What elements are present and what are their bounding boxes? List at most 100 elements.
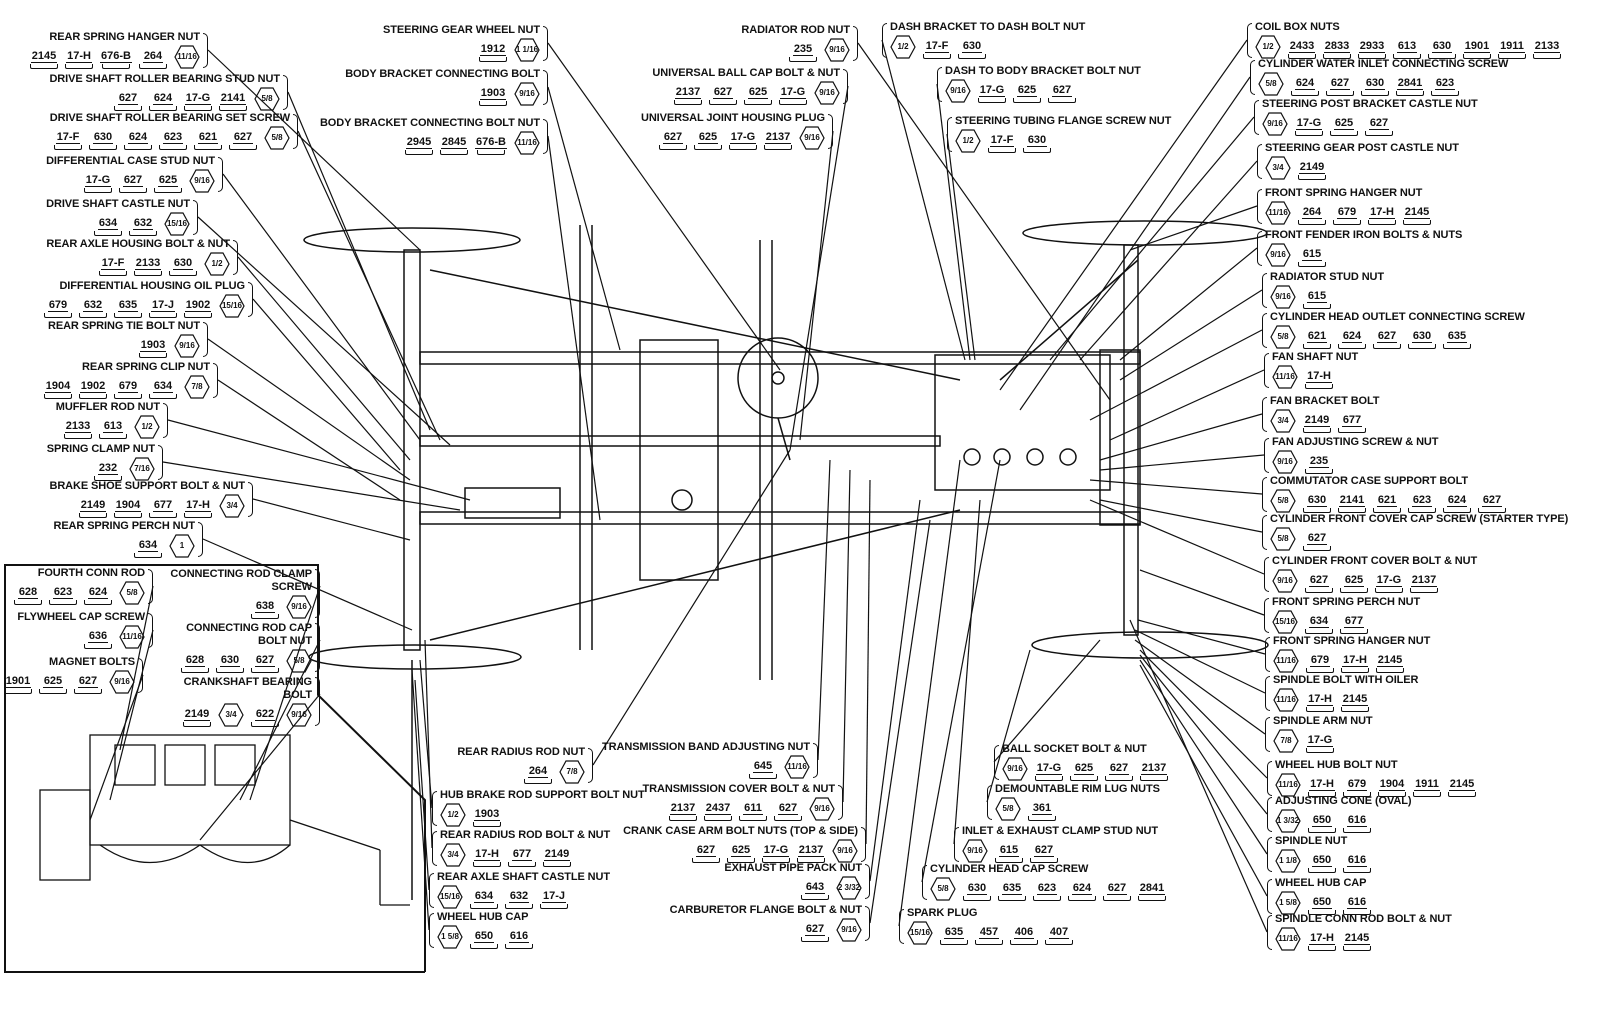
wrench-size-hex-icon: 9/16 [832, 839, 858, 863]
tool-part: 624 [124, 132, 152, 150]
tool-part: 628 [14, 587, 42, 605]
wrench-icon [1070, 776, 1098, 781]
tool-part: 17-G [1035, 763, 1063, 781]
tool-number: 628 [184, 654, 206, 668]
tool-number: 17-G [184, 92, 212, 105]
tool-number: 17-F [100, 257, 126, 270]
callout-title: RADIATOR ROD NUT [741, 24, 850, 36]
wrench-icon [1413, 792, 1441, 797]
leader-line [217, 379, 401, 501]
leader-line [287, 91, 431, 431]
bracket-icon [138, 658, 143, 693]
wrench-icon [440, 150, 469, 155]
wrench-icon [1068, 896, 1096, 901]
wrench-icon [114, 313, 142, 318]
wrench-size-hex-icon: 9/16 [962, 839, 988, 863]
wrench-size-hex-icon: 5/8 [119, 581, 145, 605]
wrench-icon [39, 689, 67, 694]
tool-number: 2833 [1323, 40, 1351, 53]
bracket-icon [1264, 598, 1269, 633]
wrench-icon [1306, 668, 1334, 673]
callout-title: FRONT SPRING PERCH NUT [1272, 596, 1421, 608]
tool-number: 677 [511, 848, 533, 861]
tool-number: 17-G [762, 844, 790, 857]
wrench-icon [1326, 91, 1354, 96]
callout-title: INLET & EXHAUST CLAMP STUD NUT [962, 825, 1159, 837]
tool-number: 630 [172, 257, 194, 270]
tool-number: 625 [747, 86, 769, 99]
wrench-size-hex-icon: 11/16 [1275, 773, 1301, 797]
wrench-icon [1303, 304, 1331, 309]
tool-number: 679 [117, 380, 139, 393]
wrench-icon [102, 64, 131, 69]
wrench-size: 5/8 [293, 656, 305, 666]
wrench-icon [49, 600, 77, 605]
tool-number: 627 [777, 802, 799, 815]
wrench-icon [1343, 828, 1371, 833]
wrench-size: 11/16 [1275, 372, 1295, 381]
wrench-icon [1033, 896, 1061, 901]
bracket-icon [994, 745, 999, 780]
callout-title: SPINDLE NUT [1275, 835, 1348, 847]
tool-part: 2149 [543, 849, 571, 867]
tool-part: 621 [194, 132, 222, 150]
wrench-size-hex-icon: 9/16 [1262, 112, 1288, 136]
tool-part: 621 [1373, 495, 1401, 513]
tool-part: 627 [1365, 118, 1393, 136]
tool-part: 2833 [1323, 41, 1351, 59]
tool-number: 630 [961, 40, 983, 53]
tool-part: 17-J [149, 300, 177, 318]
leader-line [1134, 639, 1266, 735]
tool-part: 630 [963, 883, 991, 901]
tool-part: 679 [1343, 779, 1371, 797]
wrench-icon [1048, 98, 1076, 103]
tool-part: 630 [1428, 41, 1456, 59]
wrench-size: 5/8 [271, 133, 283, 142]
wrench-icon [1028, 816, 1056, 821]
bracket-icon [954, 827, 959, 862]
bracket-icon [1262, 477, 1267, 512]
tool-number: 627 [695, 844, 717, 857]
bracket-icon [987, 785, 992, 820]
wrench-size: 3/4 [226, 501, 238, 510]
wrench-icon [1305, 469, 1333, 474]
bracket-icon [198, 522, 203, 557]
wrench-icon [1338, 344, 1366, 349]
wrench-icon [674, 100, 702, 105]
wrench-icon [154, 188, 182, 193]
wrench-size: 1/2 [1262, 42, 1274, 51]
tool-number: 264 [1301, 206, 1323, 219]
wrench-size-hex-icon: 15/16 [1272, 610, 1298, 634]
wrench-size-hex-icon: 7/16 [129, 457, 155, 481]
wrench-size-hex-icon: 11/16 [1272, 365, 1298, 389]
tool-number: 613 [1396, 40, 1418, 53]
callout-title: DASH TO BODY BRACKET BOLT NUT [945, 65, 1141, 77]
tool-number: 677 [1341, 414, 1363, 427]
bracket-icon [1265, 717, 1270, 752]
tool-part: 645 [749, 761, 777, 779]
tool-part: 627 [1326, 78, 1354, 96]
tool-part: 2145 [1448, 779, 1476, 797]
tool-part: 624 [84, 587, 112, 605]
tool-number: 635 [1001, 882, 1023, 895]
tool-part: 17-J [540, 891, 568, 909]
bracket-icon [1257, 189, 1262, 224]
tool-number: 623 [1411, 494, 1433, 507]
wrench-icon [44, 394, 72, 399]
bracket-icon [937, 67, 942, 102]
bracket-icon [1262, 313, 1267, 348]
